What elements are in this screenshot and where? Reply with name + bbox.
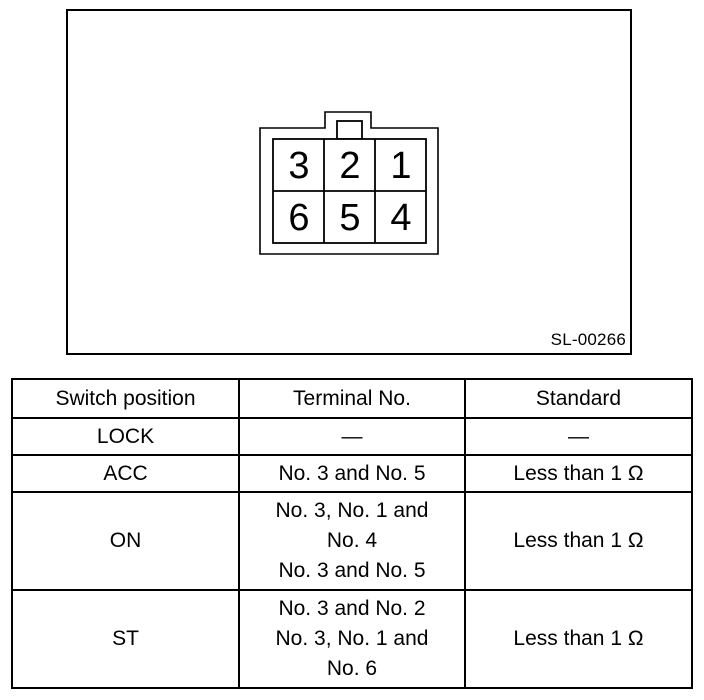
cell-standard: — (463, 417, 694, 456)
table-header-row: Switch position Terminal No. Standard (11, 378, 694, 419)
table-row: ST No. 3 and No. 2 No. 3, No. 1 and No. … (11, 589, 694, 689)
header-terminal-no: Terminal No. (238, 378, 466, 419)
table-row: ACC No. 3 and No. 5 Less than 1 Ω (11, 454, 694, 493)
header-switch-position: Switch position (11, 378, 240, 419)
connector-diagram (259, 111, 439, 255)
terminal-line: No. 3 and No. 2 (278, 597, 426, 620)
continuity-spec-table: Switch position Terminal No. Standard LO… (11, 378, 694, 689)
pin-label-6: 6 (288, 197, 310, 239)
header-standard: Standard (463, 378, 694, 419)
pin-label-3: 3 (288, 145, 310, 187)
cell-position: ON (11, 491, 240, 591)
cell-terminal: No. 3, No. 1 and No. 4 No. 3 and No. 5 (238, 491, 466, 591)
terminal-line: No. 3, No. 1 and (275, 499, 429, 522)
cell-standard: Less than 1 Ω (463, 589, 694, 689)
table-row: ON No. 3, No. 1 and No. 4 No. 3 and No. … (11, 491, 694, 591)
pin-label-2: 2 (339, 145, 361, 187)
cell-position: ST (11, 589, 240, 689)
cell-position: ACC (11, 454, 240, 493)
connector-figure: SL-00266 (66, 9, 632, 355)
terminal-line: No. 3 and No. 5 (278, 559, 426, 582)
cell-terminal: — (238, 417, 466, 456)
terminal-line: No. 3, No. 1 and (275, 627, 429, 650)
pin-label-5: 5 (339, 197, 361, 239)
connector-lock-tab (336, 120, 363, 140)
pin-label-1: 1 (390, 145, 412, 187)
cell-standard: Less than 1 Ω (463, 491, 694, 591)
terminal-line: No. 6 (326, 657, 378, 680)
cell-terminal: No. 3 and No. 2 No. 3, No. 1 and No. 6 (238, 589, 466, 689)
terminal-line: No. 4 (326, 529, 378, 552)
cell-standard: Less than 1 Ω (463, 454, 694, 493)
cell-terminal: No. 3 and No. 5 (238, 454, 466, 493)
cell-position: LOCK (11, 417, 240, 456)
pin-label-4: 4 (390, 197, 412, 239)
figure-code: SL-00266 (550, 330, 626, 349)
table-row: LOCK — — (11, 417, 694, 456)
